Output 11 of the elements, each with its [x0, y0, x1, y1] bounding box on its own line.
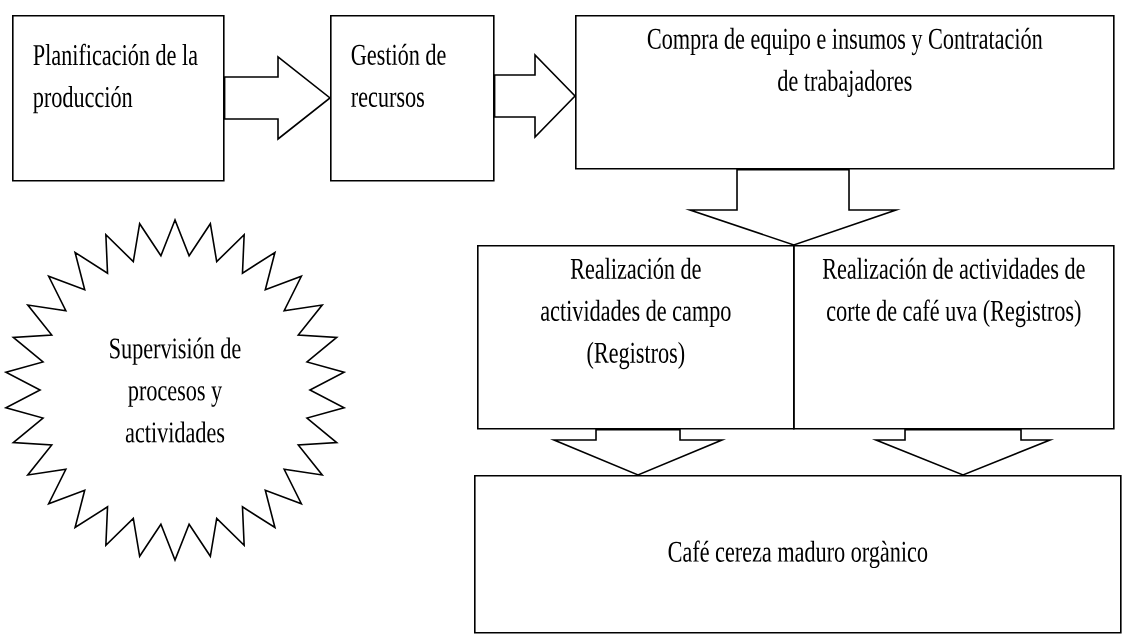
block-arrow	[550, 428, 726, 476]
process-box: Realización de actividades de corte de café uva (Registros)	[793, 245, 1115, 430]
block-arrow	[871, 428, 1055, 476]
process-box: Compra de equipo e insumos y Contratación de trabajadores	[575, 15, 1115, 170]
block-arrow	[223, 55, 332, 141]
process-box: Realización de actividades de campo (Registros)	[477, 245, 795, 430]
result-box: Café cereza maduro orgànico	[474, 475, 1122, 634]
block-arrow	[493, 53, 577, 139]
process-box: Planificación de la producción	[12, 15, 225, 182]
process-box: Gestión de recursos	[330, 15, 495, 182]
block-arrow	[685, 168, 901, 246]
